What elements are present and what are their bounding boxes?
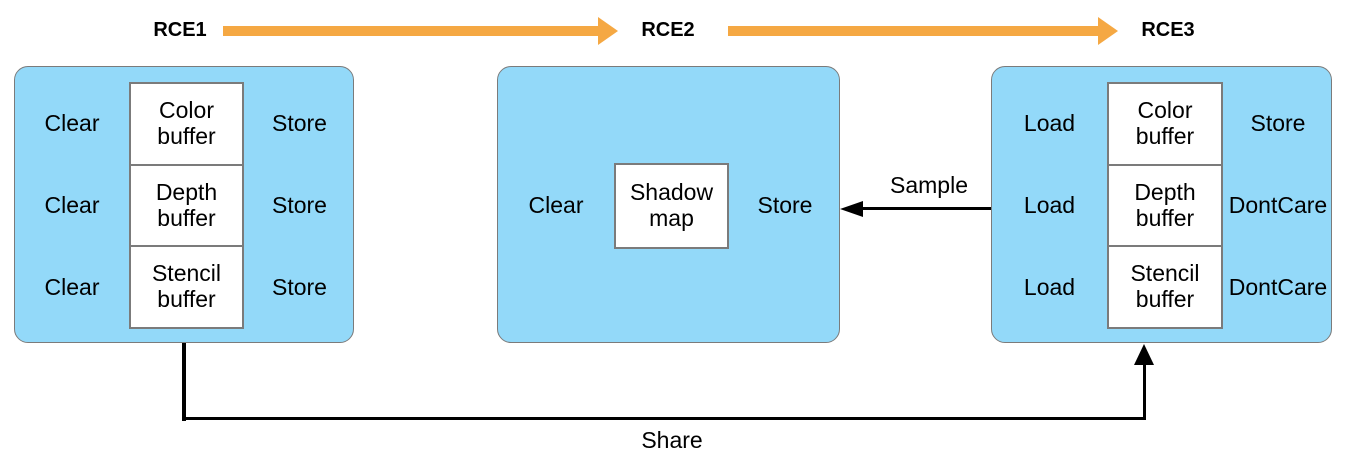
buffer-box-color: Color buffer (1107, 82, 1223, 166)
encoder-title-rce2: RCE2 (641, 19, 695, 41)
load-actions-column: Load Load Load (992, 82, 1107, 329)
buffer-column: Shadow map (614, 82, 729, 329)
load-actions-column: Clear (498, 82, 614, 329)
buffer-box-depth: Depth buffer (129, 163, 244, 248)
load-action: Clear (44, 274, 100, 301)
buffer-box-shadow-map: Shadow map (614, 162, 729, 249)
sample-arrow-head-icon (840, 200, 863, 217)
store-actions-column: Store DontCare DontCare (1223, 82, 1333, 329)
store-action: Store (757, 192, 813, 218)
store-action: Store (1250, 109, 1306, 136)
store-action: DontCare (1228, 274, 1328, 301)
load-action: Clear (44, 109, 100, 136)
store-actions-column: Store Store Store (244, 82, 355, 329)
share-connector-right-segment (1142, 362, 1146, 420)
sample-arrow-line (859, 207, 991, 211)
load-action: Load (1023, 274, 1076, 301)
share-arrow-head-icon (1134, 344, 1154, 365)
share-connector-horizontal-segment (182, 416, 1147, 420)
timeline-arrow-1-head-icon (598, 17, 618, 45)
buffer-box-depth: Depth buffer (1107, 163, 1223, 248)
sample-arrow-label: Sample (890, 172, 968, 198)
load-action: Load (1023, 191, 1076, 218)
encoder-block-rce1: Clear Clear Clear Color buffer Depth buf… (14, 66, 354, 343)
store-action: DontCare (1228, 191, 1328, 218)
load-action: Clear (528, 192, 584, 218)
encoder-title-rce1: RCE1 (153, 19, 207, 41)
buffer-column: Color buffer Depth buffer Stencil buffer (1107, 82, 1223, 330)
buffer-box-stencil: Stencil buffer (1107, 245, 1223, 330)
load-actions-column: Clear Clear Clear (15, 82, 129, 329)
encoder-block-rce2: Clear Shadow map Store (497, 66, 840, 343)
buffer-box-stencil: Stencil buffer (129, 245, 244, 330)
encoder-title-rce3: RCE3 (1141, 19, 1195, 41)
store-action: Store (272, 274, 327, 301)
load-action: Load (1023, 109, 1076, 136)
buffer-box-color: Color buffer (129, 82, 244, 166)
encoder-block-rce3: Load Load Load Color buffer Depth buffer… (991, 66, 1332, 343)
store-action: Store (272, 109, 327, 136)
timeline-arrow-2-head-icon (1098, 17, 1118, 45)
buffer-column: Color buffer Depth buffer Stencil buffer (129, 82, 244, 330)
timeline-arrow-2 (728, 26, 1098, 36)
store-actions-column: Store (729, 82, 841, 329)
share-connector-left-segment (182, 343, 186, 421)
load-action: Clear (44, 191, 100, 218)
share-connector-label: Share (641, 427, 703, 453)
store-action: Store (272, 191, 327, 218)
timeline-arrow-1 (223, 26, 598, 36)
